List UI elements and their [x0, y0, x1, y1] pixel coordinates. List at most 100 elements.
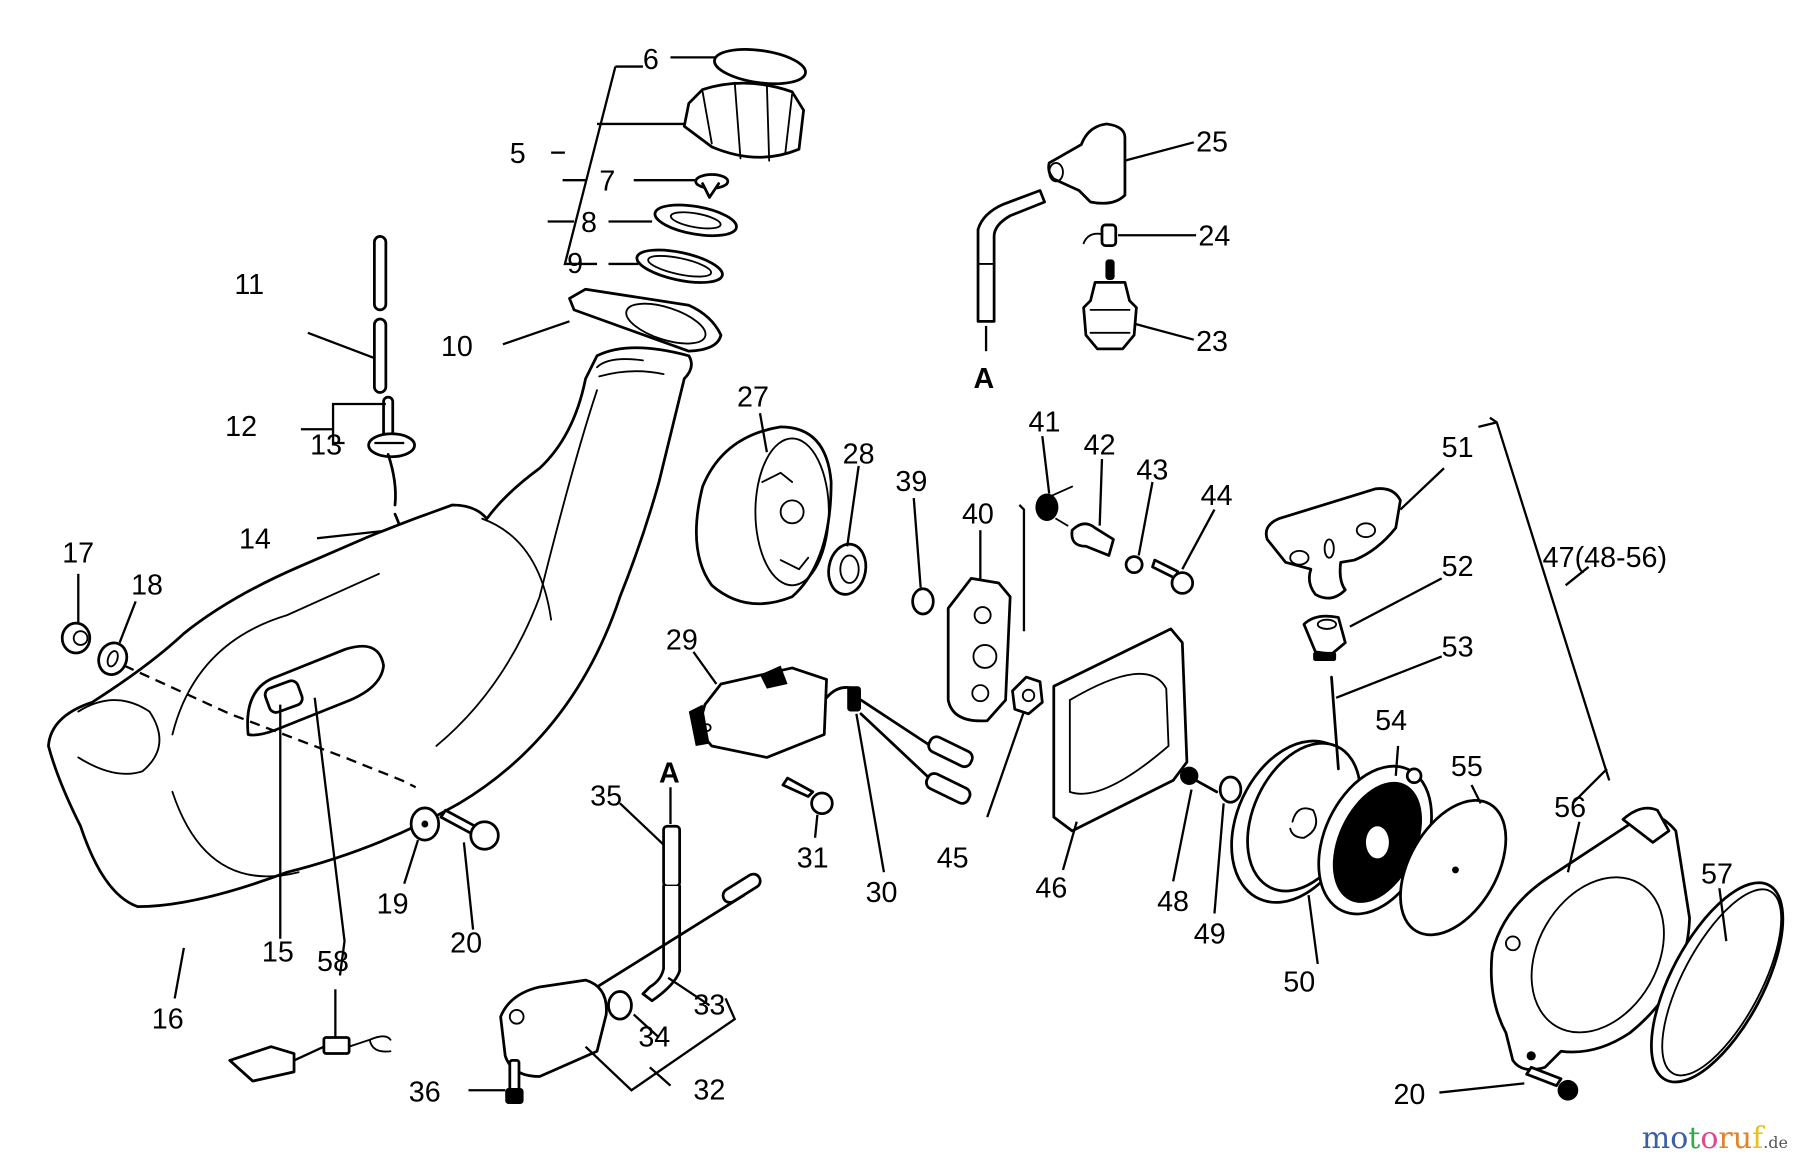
label-33: 33: [693, 990, 725, 1022]
connector-58: [228, 989, 392, 1083]
label-16: 16: [152, 1003, 184, 1035]
label-42: 42: [1084, 429, 1116, 461]
label-47: 47(48-56): [1543, 542, 1667, 574]
label-50: 50: [1283, 967, 1315, 999]
label-17: 17: [62, 537, 94, 569]
strainer: [635, 248, 724, 284]
label-7: 7: [599, 166, 615, 198]
ignition-coil-assembly: 29 31 30: [666, 625, 974, 909]
fuel-tank: [47, 346, 693, 909]
plug-spring: [1082, 223, 1118, 247]
label-45: 45: [937, 843, 969, 875]
label-30: 30: [866, 877, 898, 909]
bolt-48: [1180, 766, 1219, 794]
watermark-letter: t: [1688, 1121, 1701, 1156]
label-18: 18: [131, 569, 163, 601]
cap-o-ring: [713, 48, 807, 86]
label-31: 31: [797, 843, 829, 875]
label-14: 14: [239, 524, 271, 556]
label-20-b: 20: [1393, 1079, 1425, 1111]
label-56: 56: [1554, 792, 1586, 824]
label-57: 57: [1701, 859, 1733, 891]
label-19: 19: [377, 889, 409, 921]
nut-45: [1011, 675, 1044, 716]
label-8: 8: [581, 207, 597, 239]
cap-gasket: [653, 203, 738, 238]
label-9: 9: [567, 248, 583, 280]
watermark-letter: o: [1700, 1121, 1719, 1156]
watermark-letter: r: [1718, 1121, 1733, 1156]
starter-handle: [1264, 487, 1402, 600]
watermark-logo: motoruf.de: [1642, 1121, 1788, 1156]
housing-bolt: [1525, 1065, 1579, 1101]
spark-plug: [1082, 259, 1138, 351]
label-28: 28: [843, 439, 875, 471]
plug-cap: [1047, 122, 1127, 205]
watermark-letter: f: [1752, 1121, 1764, 1156]
label-13: 13: [310, 429, 342, 461]
ref-a-bottom: A: [659, 758, 680, 790]
ht-lead-assembly: A 35 33 34 32 36: [409, 758, 762, 1109]
fuel-tank-assembly: 11 12 13 14 17 18 19 20 15 58 16: [47, 235, 693, 1083]
label-52: 52: [1442, 551, 1474, 583]
screw-44: [1151, 558, 1195, 595]
watermark-letter: o: [1670, 1121, 1689, 1156]
filler-gasket: [502, 287, 723, 353]
fuel-cap-assembly: 6 5 7 8 9 10: [441, 44, 807, 363]
label-27: 27: [737, 381, 769, 413]
label-51: 51: [1442, 432, 1474, 464]
label-55: 55: [1451, 751, 1483, 783]
fuel-pipe-lower: [373, 317, 388, 394]
watermark-letter: m: [1641, 1121, 1671, 1156]
label-46: 46: [1035, 872, 1067, 904]
watermark-tld: .de: [1763, 1133, 1788, 1152]
label-58: 58: [317, 946, 349, 978]
spark-plug-assembly: A 25 24 23: [973, 122, 1230, 395]
stop-switch-assembly: 39 40 41 42 43 44 45: [895, 407, 1232, 875]
washer: [97, 641, 129, 676]
label-36: 36: [409, 1077, 441, 1109]
recoil-starter-assembly: 46 48 49 50 54 55: [1035, 416, 1785, 1111]
fuel-cap: [682, 81, 805, 162]
lever-42: [1070, 522, 1115, 557]
fuel-pipe-upper: [373, 235, 388, 312]
label-20: 20: [450, 928, 482, 960]
rubber-bushing: [60, 621, 92, 655]
label-48: 48: [1157, 886, 1189, 918]
watermark-letter: u: [1732, 1121, 1753, 1156]
label-43: 43: [1136, 455, 1168, 487]
starter-housing: [1489, 806, 1691, 1071]
flywheel-assembly: 27 28: [695, 381, 875, 606]
spring-41: [1035, 485, 1074, 527]
switch-plate: [946, 577, 1012, 723]
label-23: 23: [1196, 326, 1228, 358]
starter-gasket: [1052, 627, 1189, 833]
label-25: 25: [1196, 126, 1228, 158]
screw-36: [505, 1059, 524, 1105]
stop-switch: [263, 679, 304, 714]
washer-39: [911, 587, 935, 616]
vent-valve: [694, 173, 730, 199]
label-41: 41: [1029, 407, 1061, 439]
label-32: 32: [693, 1074, 725, 1106]
label-12: 12: [225, 411, 257, 443]
bolt-20: [439, 808, 500, 851]
label-15: 15: [262, 937, 294, 969]
label-24: 24: [1198, 221, 1230, 253]
label-10: 10: [441, 331, 473, 363]
label-35: 35: [590, 781, 622, 813]
label-11: 11: [234, 269, 264, 301]
label-53: 53: [1442, 631, 1474, 663]
ref-a-top: A: [973, 363, 994, 395]
oil-seal: [827, 542, 868, 596]
ignition-coil: [688, 665, 828, 759]
grommet-34: [607, 990, 633, 1021]
grommet: [367, 432, 416, 459]
label-6: 6: [643, 44, 659, 76]
label-40: 40: [962, 498, 994, 530]
label-49: 49: [1194, 918, 1226, 950]
flywheel: [695, 425, 833, 606]
label-5: 5: [510, 138, 526, 170]
label-39: 39: [895, 466, 927, 498]
